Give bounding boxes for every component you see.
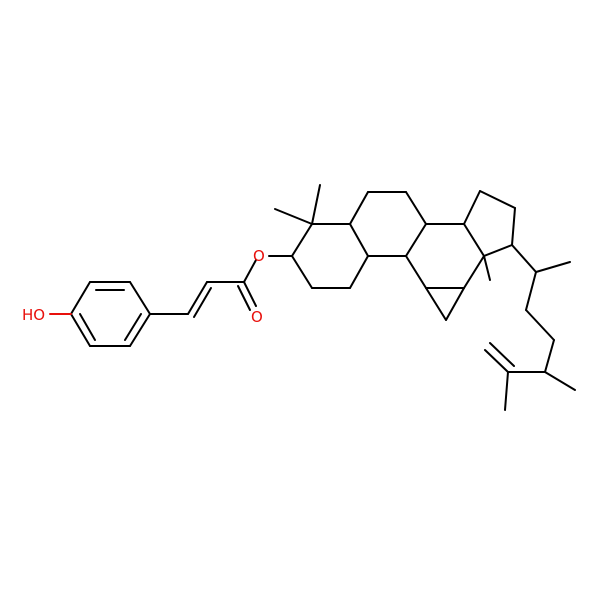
ring-d (463, 190, 516, 257)
ring-c (405, 223, 491, 321)
carbonyl-oxygen-label: O (251, 308, 263, 326)
side-chain (484, 244, 576, 411)
cinnamate-chain (149, 259, 257, 318)
phenol-ring (70, 281, 151, 347)
hydroxyl-label: HO (22, 306, 45, 324)
ring-a (274, 184, 369, 289)
ring-b (349, 191, 427, 257)
ester-oxygen-label: O (253, 247, 265, 265)
